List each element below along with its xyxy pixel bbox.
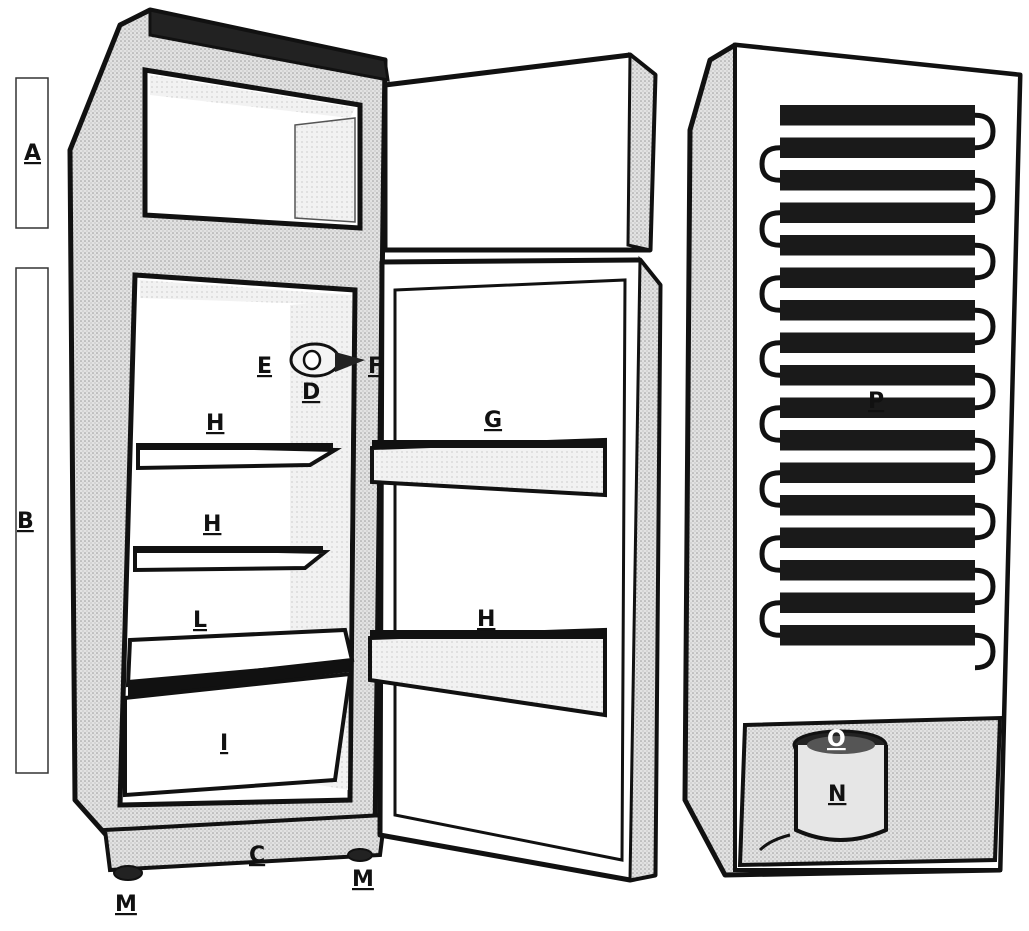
coil-tube [780, 430, 975, 451]
coil-tube [780, 462, 975, 483]
coil-bend [974, 567, 996, 606]
coil-tube [780, 365, 975, 386]
coil-bend [974, 112, 996, 151]
coil-bend [759, 340, 781, 378]
coil-tube [780, 267, 975, 288]
coil-tube [780, 495, 975, 516]
coil-bend [759, 600, 781, 638]
coil-bend [759, 210, 781, 248]
label-p: P [868, 389, 884, 414]
label-e: E [257, 354, 272, 379]
coil-tube [780, 105, 975, 126]
label-f: F [368, 354, 383, 379]
coil-tube [780, 625, 975, 646]
coil-bend [974, 632, 996, 671]
label-h-door: H [477, 607, 495, 632]
label-h-top: H [206, 411, 224, 436]
label-i: I [220, 731, 228, 756]
coil-tube [780, 332, 975, 353]
label-g: G [484, 408, 502, 433]
fridge-back [682, 42, 1023, 878]
label-o: O [827, 727, 846, 752]
coil-bend [759, 275, 781, 313]
coil-bend [974, 372, 996, 411]
coil-tube [780, 202, 975, 223]
coil-bend [974, 242, 996, 281]
label-a: A [24, 141, 41, 166]
coil-bend [759, 470, 781, 508]
label-l: L [193, 608, 207, 633]
coil-bend [759, 405, 781, 443]
label-b: B [17, 509, 34, 534]
label-d: D [302, 380, 320, 405]
section-bar-b [15, 267, 49, 774]
coil-tube [780, 397, 975, 418]
coil-tube [780, 592, 975, 613]
coil-bend [974, 307, 996, 346]
coil-tube [780, 527, 975, 548]
door-inner [368, 51, 663, 883]
condenser-coil [759, 105, 996, 671]
coil-bend [974, 437, 996, 476]
coil-tube [780, 560, 975, 581]
label-m-left: M [115, 892, 137, 917]
section-bar-a [15, 77, 49, 229]
coil-bend [974, 502, 996, 541]
label-c: C [249, 843, 265, 868]
coil-tube [780, 170, 975, 191]
coil-tube [780, 235, 975, 256]
label-m-right: M [352, 867, 374, 892]
coil-tube [780, 137, 975, 158]
coil-tube [780, 300, 975, 321]
coil-bend [759, 145, 781, 183]
coil-bend [974, 177, 996, 216]
coil-bend [759, 535, 781, 573]
fridge-front [67, 7, 390, 881]
label-n: N [828, 782, 846, 807]
label-h-mid: H [203, 512, 221, 537]
